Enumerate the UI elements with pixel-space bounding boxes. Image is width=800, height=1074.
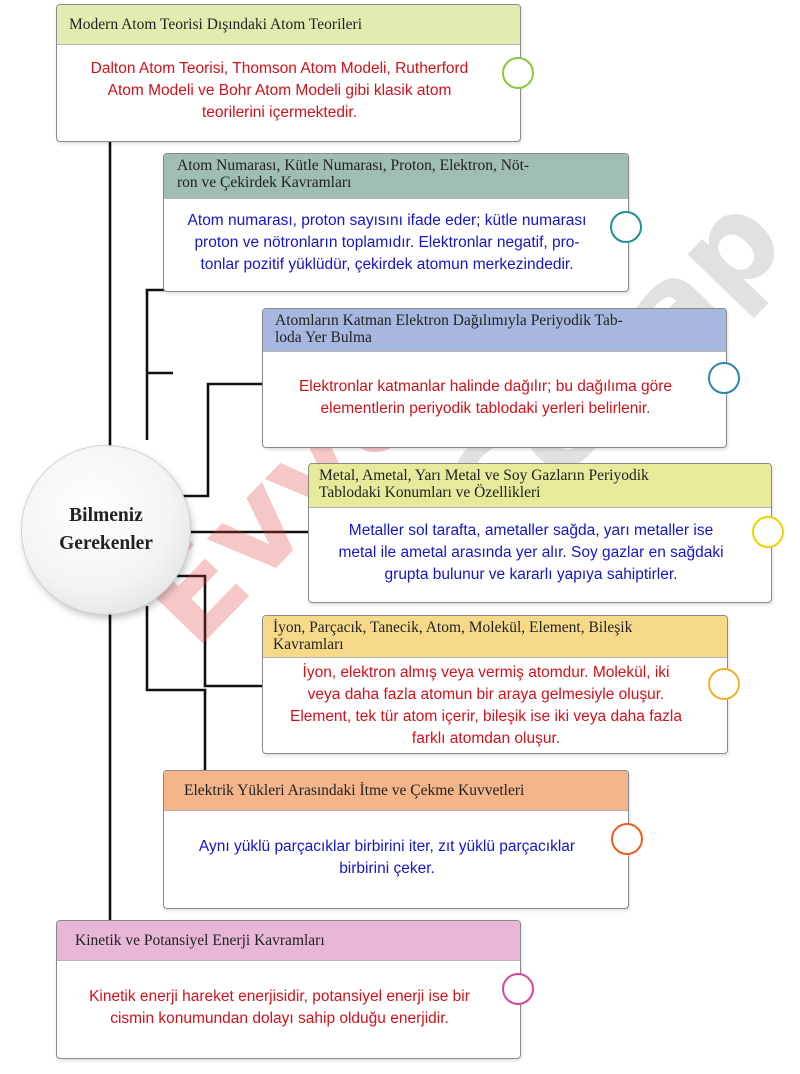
- topic-description-line: Atom Modeli ve Bohr Atom Modeli gibi kla…: [107, 82, 452, 99]
- connector-box-5b: [145, 606, 207, 792]
- hub-circle: Bilmeniz Gerekenler: [22, 446, 190, 614]
- topic-description: Metaller sol tarafta, ametaller sağda, y…: [309, 520, 771, 586]
- topic-title-line: Kinetik ve Potansiyel Enerji Kavramları: [75, 932, 325, 949]
- topic-description: Aynı yüklü parçacıklar birbirini iter, z…: [164, 836, 628, 880]
- topic-description-line: Atom numarası, proton sayısını ifade ede…: [187, 212, 587, 229]
- connector-box-2: [145, 288, 165, 440]
- topic-title-line: Elektrik Yükleri Arasındaki İtme ve Çekm…: [184, 782, 525, 799]
- topic-title-line: Atomların Katman Elektron Dağılımıyla Pe…: [275, 312, 623, 329]
- topic-box-2: Atom Numarası, Kütle Numarası, Proton, E…: [163, 153, 629, 292]
- topic-description-line: Kinetik enerji hareket enerjisidir, pota…: [89, 987, 470, 1005]
- topic-title-line: Tablodaki Konumları ve Özellikleri: [319, 484, 541, 501]
- ring-icon: [708, 668, 740, 700]
- ring-icon: [611, 823, 643, 855]
- connector-box-3b: [181, 382, 264, 498]
- topic-title-line: Metal, Ametal, Yarı Metal ve Soy Gazları…: [319, 467, 649, 484]
- topic-description-line: grupta bulunur ve kararlı yapıya sahipti…: [384, 566, 678, 583]
- hub-label-line1: Bilmeniz: [69, 505, 143, 526]
- connector-box-5: [176, 574, 264, 688]
- topic-description-line: teorilerini içermektedir.: [201, 104, 358, 121]
- topic-description-line: İyon, elektron almış veya vermiş atomdur…: [302, 664, 670, 681]
- topic-description: İyon, elektron almış veya vermiş atomdur…: [263, 662, 727, 750]
- topic-description-line: metal ile ametal arasında yer alır. Soy …: [338, 544, 724, 561]
- topic-description-line: veya daha fazla atomun bir araya gelmesi…: [307, 686, 665, 703]
- topic-description-line: tonlar pozitif yüklüdür, çekirdek atomun…: [200, 256, 574, 273]
- topic-title: İyon, Parçacık, Tanecik, Atom, Molekül, …: [263, 616, 727, 658]
- topic-description: Dalton Atom Teorisi, Thomson Atom Modeli…: [57, 58, 520, 124]
- topic-title-line: loda Yer Bulma: [275, 329, 372, 346]
- topic-description-line: Aynı yüklü parçacıklar birbirini iter, z…: [198, 837, 576, 855]
- topic-box-1: Modern Atom Teorisi Dışındaki Atom Teori…: [56, 4, 521, 142]
- topic-description: Atom numarası, proton sayısını ifade ede…: [164, 210, 628, 276]
- topic-title: Kinetik ve Potansiyel Enerji Kavramları: [57, 921, 520, 961]
- topic-title: Metal, Ametal, Yarı Metal ve Soy Gazları…: [309, 464, 771, 508]
- topic-title-line: ron ve Çekirdek Kavramları: [177, 174, 352, 191]
- topic-title-line: Atom Numarası, Kütle Numarası, Proton, E…: [177, 157, 530, 174]
- topic-title: Atomların Katman Elektron Dağılımıyla Pe…: [263, 309, 726, 352]
- topic-title-line: Kavramları: [273, 636, 344, 653]
- topic-description-line: Metaller sol tarafta, ametaller sağda, y…: [348, 522, 714, 539]
- topic-description-line: Dalton Atom Teorisi, Thomson Atom Modeli…: [90, 60, 469, 77]
- ring-icon: [502, 973, 534, 1005]
- topic-description: Elektronlar katmanlar halinde dağılır; b…: [263, 376, 726, 420]
- topic-title-line: İyon, Parçacık, Tanecik, Atom, Molekül, …: [273, 619, 633, 636]
- ring-icon: [502, 57, 534, 89]
- hub-label: Bilmeniz Gerekenler: [46, 502, 166, 558]
- topic-description-line: Elektronlar katmanlar halinde dağılır; b…: [298, 377, 673, 395]
- ring-icon: [610, 211, 642, 243]
- topic-description-line: proton ve nötronların toplamıdır. Elektr…: [194, 234, 580, 251]
- topic-title: Elektrik Yükleri Arasındaki İtme ve Çekm…: [164, 771, 628, 811]
- topic-description-line: Element, tek tür atom içerir, bileşik is…: [290, 708, 682, 725]
- topic-box-6: Elektrik Yükleri Arasındaki İtme ve Çekm…: [163, 770, 629, 909]
- topic-description-line: cismin konumundan dolayı sahip olduğu en…: [110, 1009, 449, 1027]
- topic-description: Kinetik enerji hareket enerjisidir, pota…: [57, 986, 520, 1030]
- topic-box-4: Metal, Ametal, Yarı Metal ve Soy Gazları…: [308, 463, 772, 603]
- topic-box-5: İyon, Parçacık, Tanecik, Atom, Molekül, …: [262, 615, 728, 754]
- topic-description-line: elementlerin periyodik tablodaki yerleri…: [320, 399, 651, 417]
- ring-icon: [708, 362, 740, 394]
- hub-label-line2: Gerekenler: [59, 533, 153, 554]
- topic-title: Modern Atom Teorisi Dışındaki Atom Teori…: [57, 5, 520, 45]
- topic-box-3: Atomların Katman Elektron Dağılımıyla Pe…: [262, 308, 727, 448]
- topic-title: Atom Numarası, Kütle Numarası, Proton, E…: [164, 154, 628, 199]
- ring-icon: [752, 516, 784, 548]
- topic-description-line: birbirini çeker.: [339, 859, 435, 877]
- topic-title-line: Modern Atom Teorisi Dışındaki Atom Teori…: [69, 16, 363, 33]
- topic-description-line: farklı atomdan oluşur.: [411, 730, 561, 747]
